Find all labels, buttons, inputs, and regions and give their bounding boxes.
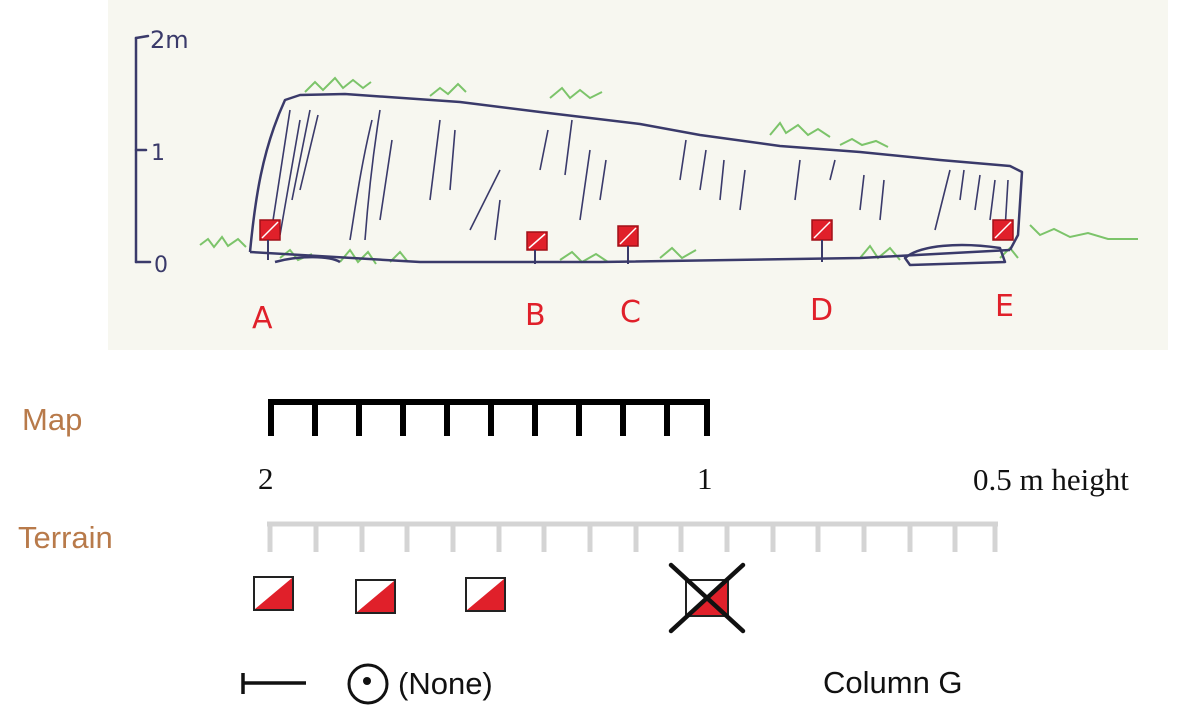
crossed-control-flag <box>668 562 746 634</box>
marker-d-flag <box>811 219 833 262</box>
scale-label-1: 1 <box>697 461 713 496</box>
axis-tick-0: 0 <box>154 253 168 278</box>
sketch-panel <box>108 0 1168 350</box>
rock-hatching <box>269 109 1009 241</box>
height-axis <box>134 34 152 264</box>
target-circle-icon <box>347 663 389 705</box>
map-scale-bar <box>268 399 710 436</box>
scale-label-height: 0.5 m height <box>973 462 1129 497</box>
marker-label-d: D <box>810 293 833 328</box>
scale-label-2: 2 <box>258 461 274 496</box>
terrain-scale-bar <box>267 521 998 552</box>
marker-label-e: E <box>995 289 1014 324</box>
marker-label-b: B <box>525 298 546 333</box>
marker-c-flag <box>617 225 639 264</box>
rock-outline <box>248 92 1024 267</box>
none-label: (None) <box>398 666 493 701</box>
map-label: Map <box>22 402 83 437</box>
bracket-symbol-icon <box>241 673 306 694</box>
sketch-markers <box>259 219 1014 264</box>
marker-a-flag <box>259 219 281 260</box>
marker-label-a: A <box>252 301 273 336</box>
marker-b-flag <box>526 231 548 264</box>
control-flag-2 <box>355 579 396 614</box>
column-label: Column G <box>823 665 963 700</box>
axis-tick-1: 1 <box>151 141 165 166</box>
axis-tick-2m: 2m <box>150 26 189 54</box>
marker-e-flag <box>992 219 1014 241</box>
control-flag-3 <box>465 577 506 612</box>
terrain-label: Terrain <box>18 520 113 555</box>
marker-label-c: C <box>620 295 641 330</box>
control-flag-1 <box>253 576 294 611</box>
